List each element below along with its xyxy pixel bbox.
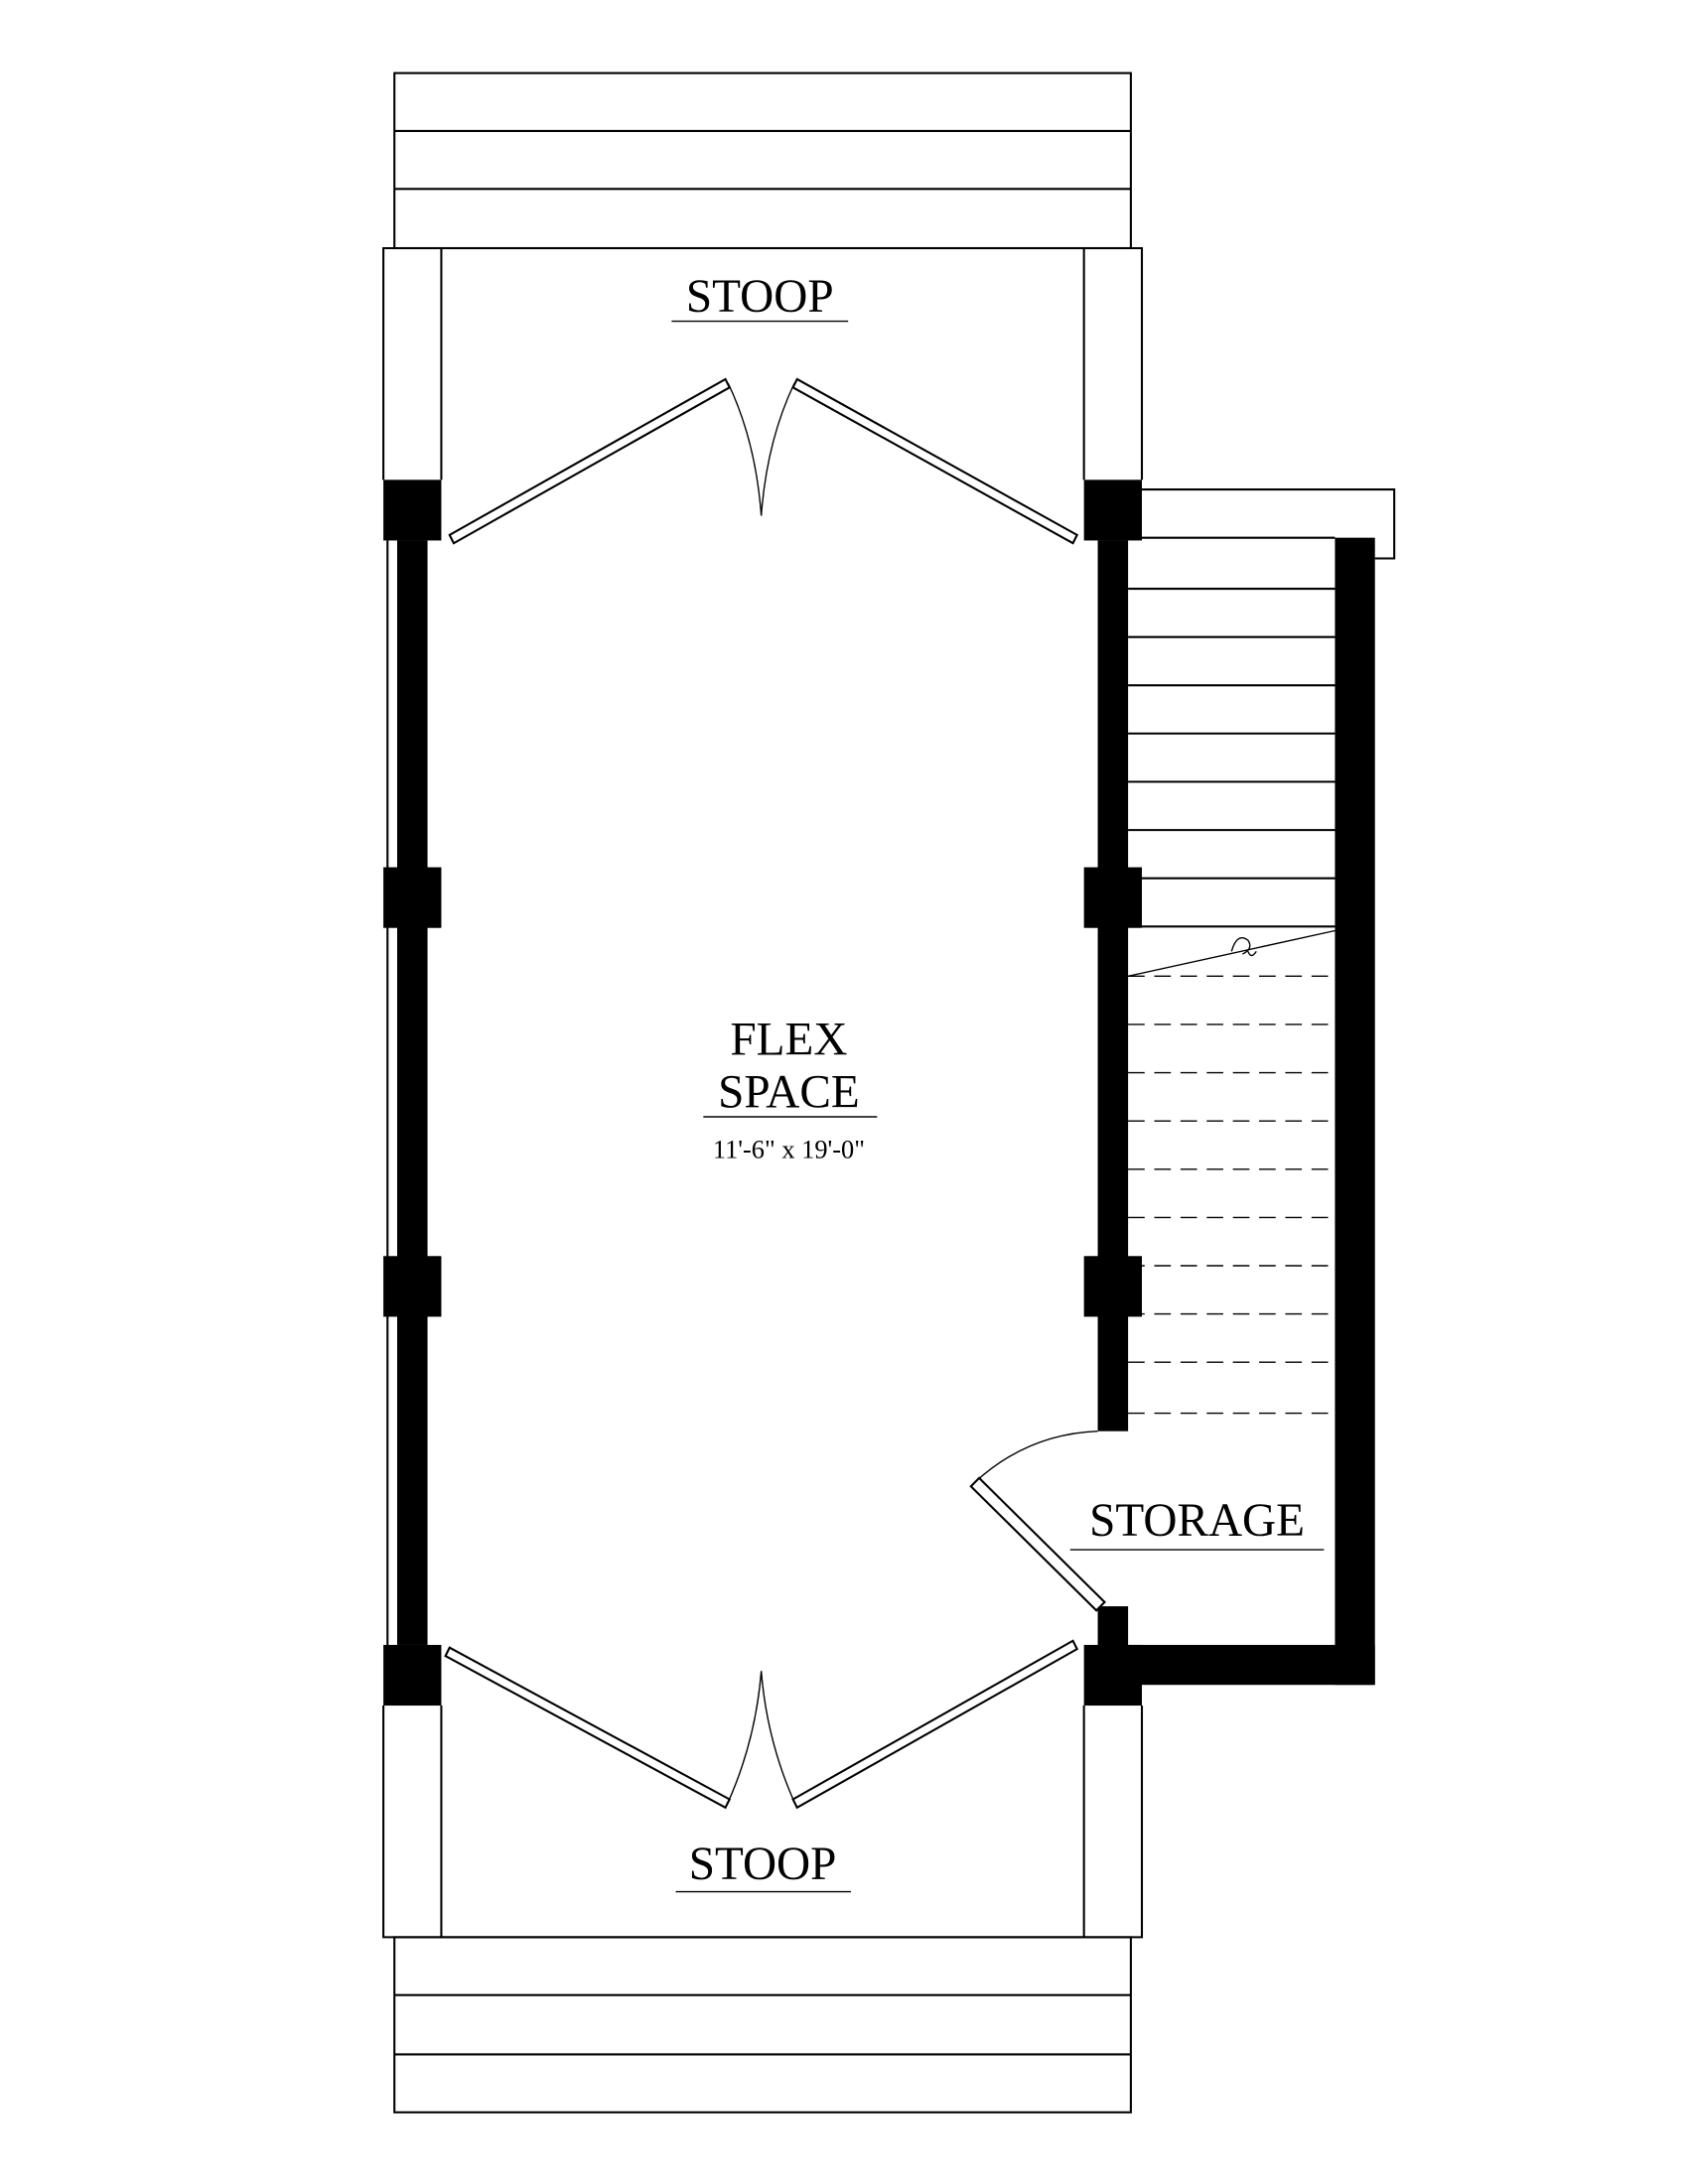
stair-treads (1128, 588, 1336, 928)
walls (383, 479, 1375, 1706)
stair-direction-icon (1230, 937, 1257, 957)
door-top-right[interactable] (791, 377, 1079, 545)
storage-label: STORAGE (1089, 1495, 1305, 1547)
door-swings (727, 382, 1098, 1803)
flex-space-label-line2: SPACE (718, 1066, 860, 1118)
stoop-top-label: STOOP (686, 271, 834, 323)
bottom-steps (393, 1936, 1132, 2114)
top-stoop-outline (382, 246, 1144, 480)
stair-landing (1142, 488, 1396, 560)
stoop-bottom-label: STOOP (689, 1839, 837, 1890)
top-steps (393, 71, 1132, 250)
door-storage[interactable] (969, 1476, 1106, 1612)
door-bottom-left[interactable] (444, 1646, 732, 1810)
bottom-stoop-outline (382, 1706, 1144, 1939)
flex-space-label-line1: FLEX (730, 1015, 847, 1066)
door-bottom-right[interactable] (791, 1639, 1079, 1810)
stair-treads-below (1128, 975, 1336, 1415)
flex-space-dimensions: 11'-6" x 19'-0" (713, 1135, 865, 1164)
door-top-left[interactable] (448, 377, 732, 545)
stair-break-line (1127, 929, 1336, 978)
